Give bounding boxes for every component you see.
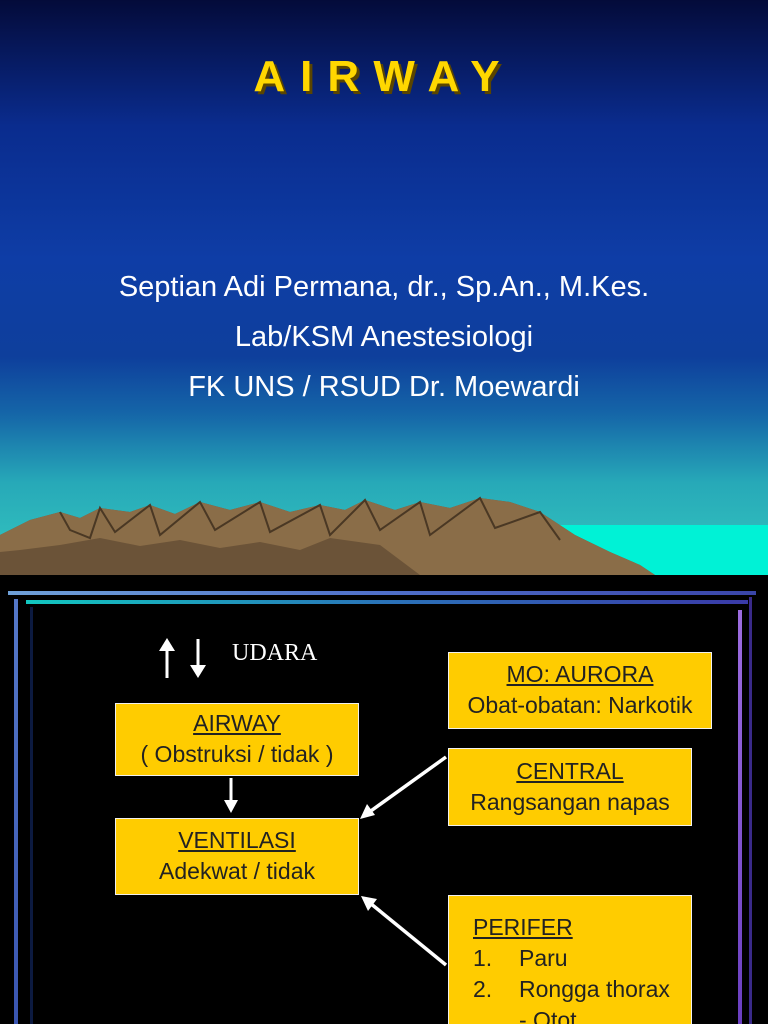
author-name: Septian Adi Permana, dr., Sp.An., M.Kes. xyxy=(118,271,650,303)
airflow-arrows-icon xyxy=(159,638,206,678)
mo-box-title: MO: AURORA xyxy=(506,661,654,687)
decorative-bar xyxy=(30,607,33,1024)
slide-title: AIRWAY xyxy=(253,52,515,101)
arrow-perifer-to-ventilasi xyxy=(368,901,448,967)
department: Lab/KSM Anestesiologi xyxy=(234,321,534,353)
decorative-bar xyxy=(14,599,18,1024)
ventilasi-box-title: VENTILASI xyxy=(178,827,296,853)
airway-box-text: ( Obstruksi / tidak ) xyxy=(140,741,334,767)
ventilasi-box: VENTILASI Adekwat / tidak xyxy=(115,818,359,895)
mo-box-text: Obat-obatan: Narkotik xyxy=(467,692,693,718)
central-box: CENTRAL Rangsangan napas xyxy=(448,748,692,826)
title-slide: AIRWAY Septian Adi Permana, dr., Sp.An.,… xyxy=(0,0,768,575)
central-box-text: Rangsangan napas xyxy=(470,789,670,815)
decorative-bar xyxy=(8,591,756,595)
institution: FK UNS / RSUD Dr. Moewardi xyxy=(188,371,580,403)
mo-box: MO: AURORA Obat-obatan: Narkotik xyxy=(448,652,712,729)
mountain-range-graphic xyxy=(0,496,655,575)
airway-box-title: AIRWAY xyxy=(193,710,281,736)
perifer-box-title: PERIFER xyxy=(473,914,573,940)
list-item: 2.Rongga thorax xyxy=(473,976,670,1002)
list-item: 1.Paru xyxy=(473,945,568,971)
ventilasi-box-text: Adekwat / tidak xyxy=(159,858,315,884)
author-block: Septian Adi Permana, dr., Sp.An., M.Kes.… xyxy=(0,262,768,412)
list-item: - Otot xyxy=(519,1007,577,1024)
decorative-bar xyxy=(26,600,748,604)
perifer-box: PERIFER 1.Paru 2.Rongga thorax - Otot xyxy=(448,895,692,1024)
airway-box: AIRWAY ( Obstruksi / tidak ) xyxy=(115,703,359,776)
perifer-list: 1.Paru 2.Rongga thorax - Otot xyxy=(473,943,691,1024)
decorative-bar xyxy=(738,610,742,1024)
diagram-arrows xyxy=(159,638,448,967)
udara-label: UDARA xyxy=(232,640,318,666)
arrow-central-to-ventilasi xyxy=(366,755,448,815)
central-box-title: CENTRAL xyxy=(516,758,624,784)
decorative-bar xyxy=(749,597,752,1024)
diagram-slide: UDARA AIRWAY ( Obstruksi / tidak ) VENTI… xyxy=(0,575,768,1024)
